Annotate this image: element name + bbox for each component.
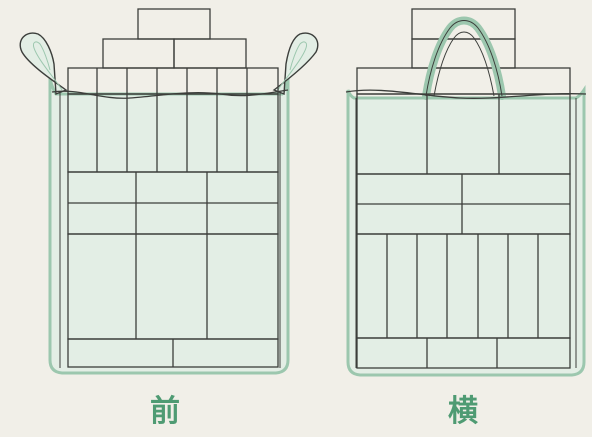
side-box-row3 — [356, 67, 571, 95]
side-box-row2 — [411, 38, 516, 69]
side-view-label: 横 — [448, 394, 478, 429]
front-box-row2-left — [102, 38, 175, 69]
front-box-top — [137, 8, 211, 40]
side-view — [345, 8, 587, 377]
front-view-label: 前 — [150, 394, 180, 429]
front-right-loop — [272, 32, 319, 96]
side-bag-body — [346, 85, 586, 377]
front-box-row2-right — [173, 38, 247, 69]
front-bag-body — [48, 77, 290, 375]
front-view — [19, 8, 319, 375]
